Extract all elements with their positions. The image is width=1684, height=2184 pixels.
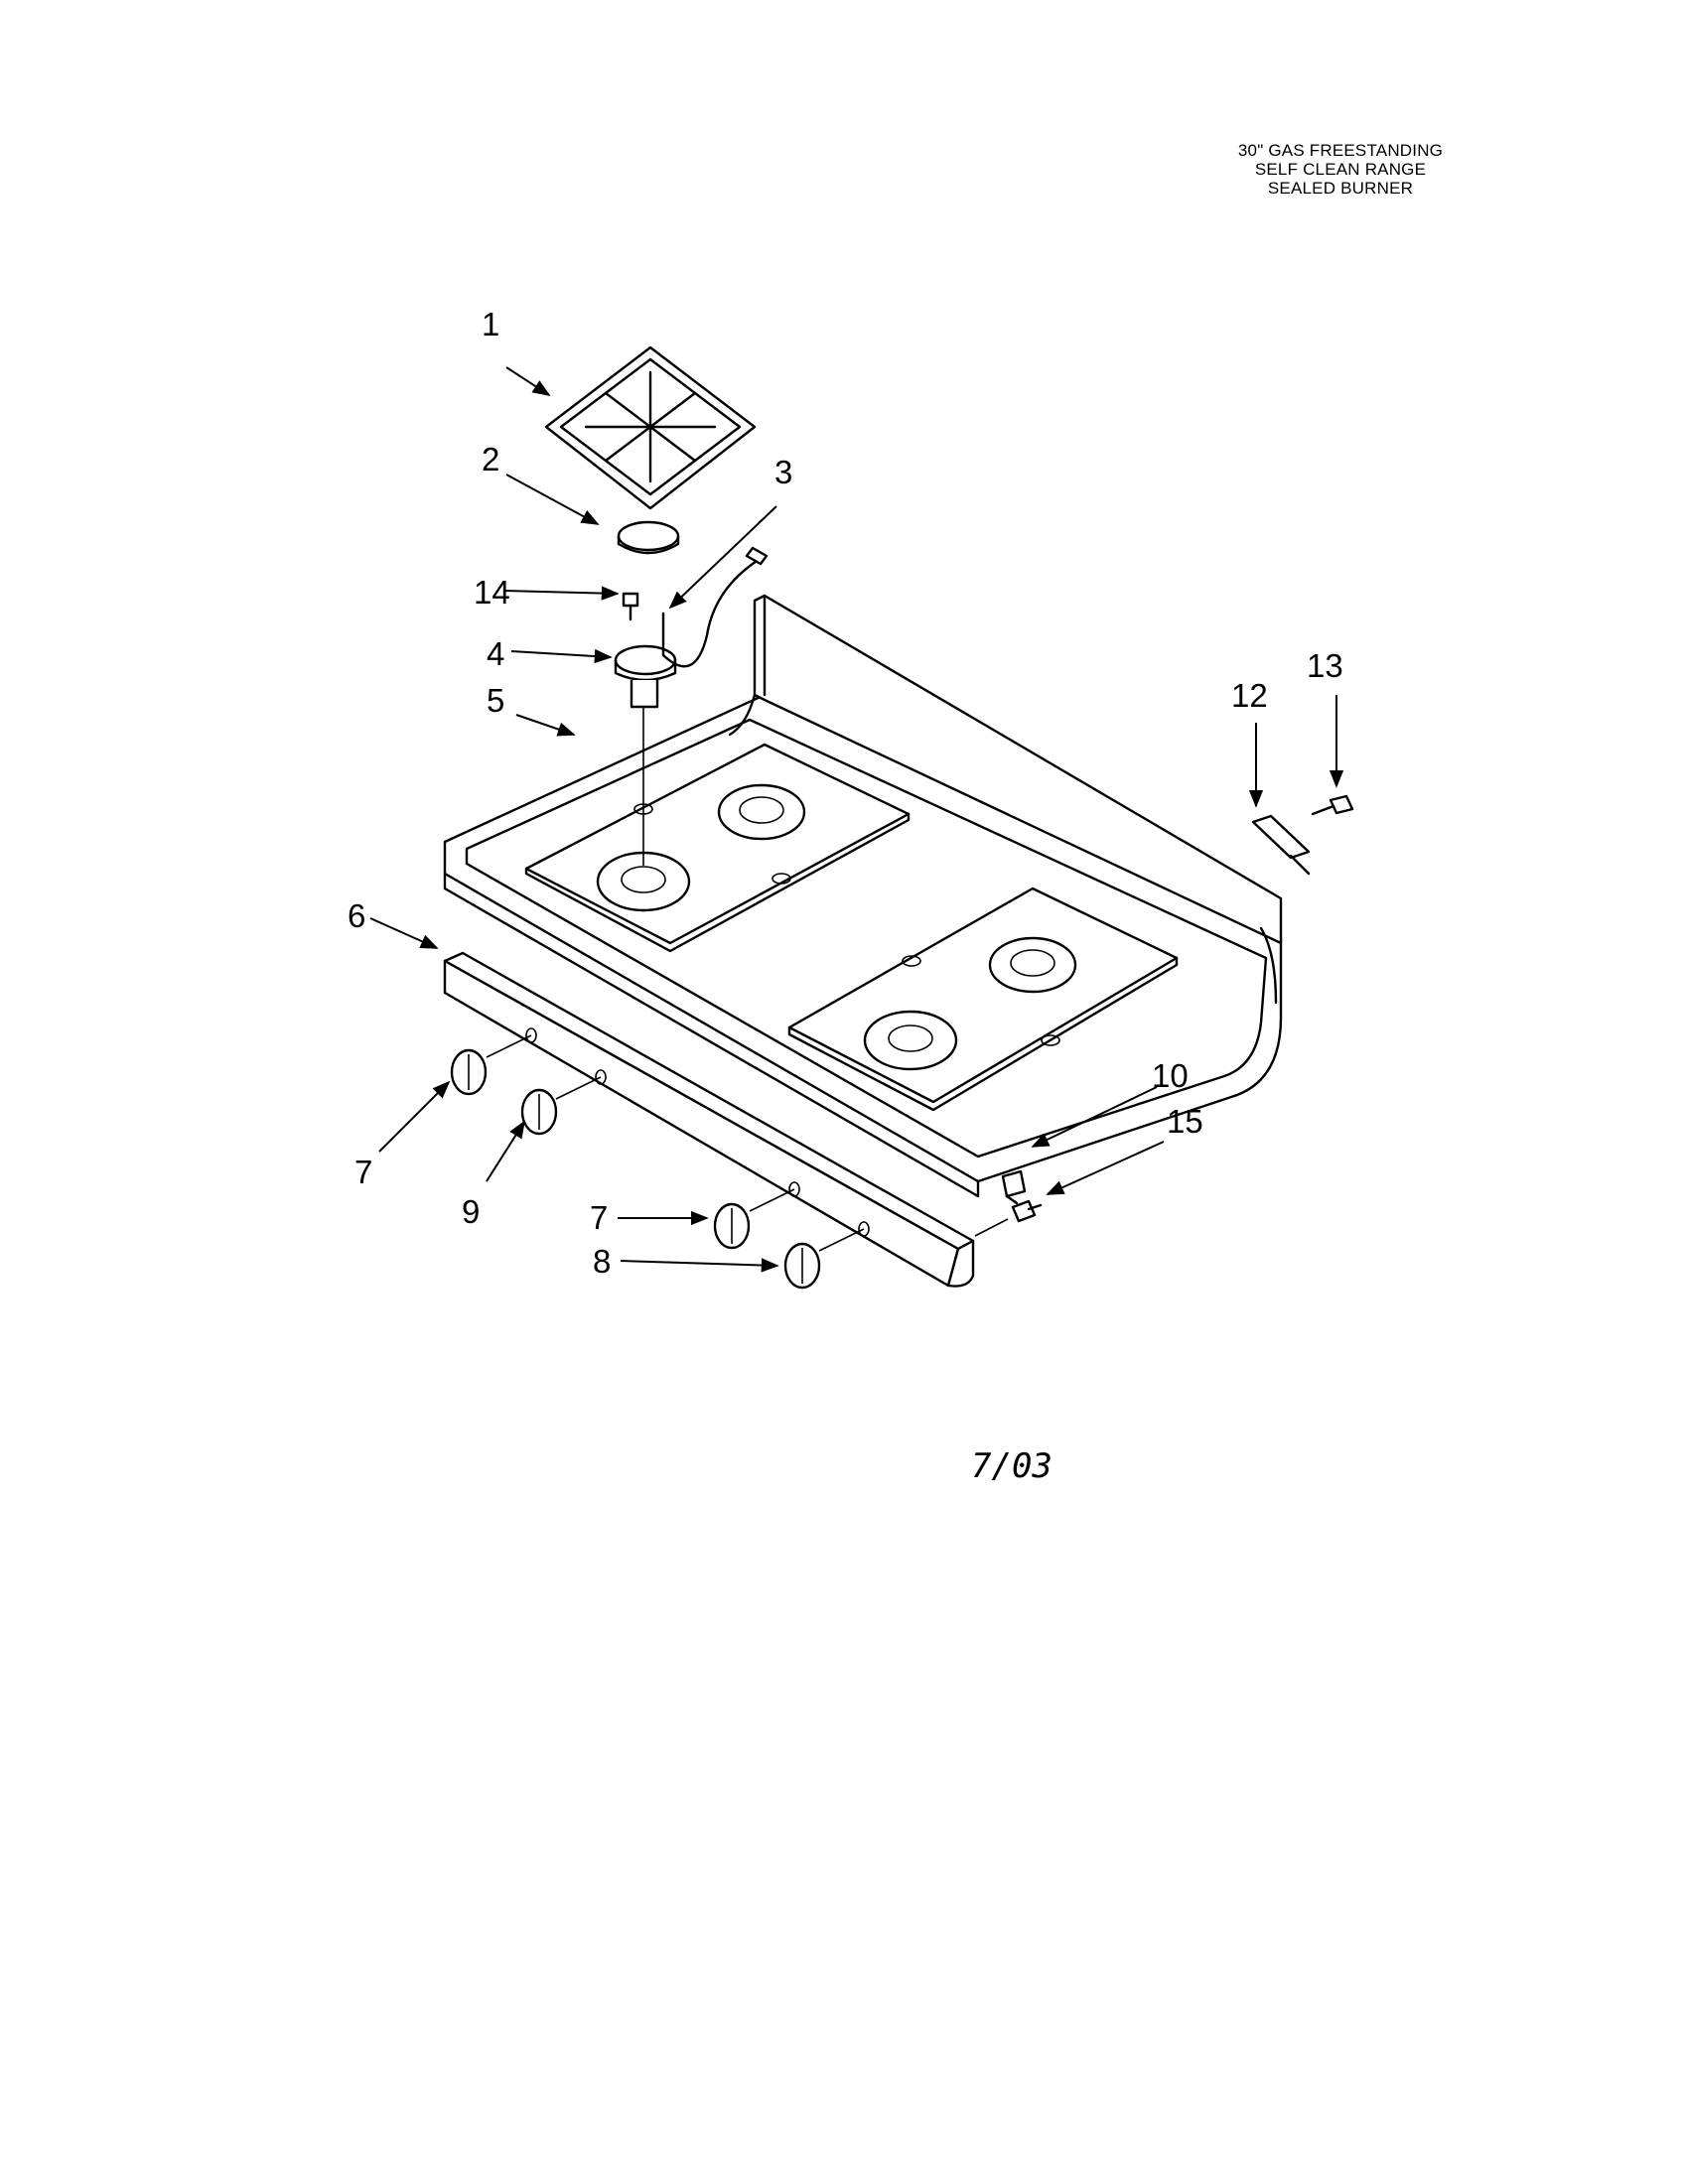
callout-3: 3 — [774, 454, 792, 490]
burner-right-front — [863, 1010, 958, 1071]
leader-arrows — [369, 366, 1344, 1273]
callout-1: 1 — [482, 306, 499, 342]
callout-8: 8 — [593, 1243, 611, 1280]
revision-date: 7/03 — [971, 1446, 1052, 1486]
header-line-2: SELF CLEAN RANGE — [1254, 160, 1427, 179]
callout-10: 10 — [1152, 1057, 1189, 1094]
burner-left-rear — [717, 783, 806, 841]
header-line-1: 30" GAS FREESTANDING — [1237, 141, 1444, 160]
knob-4 — [783, 1242, 821, 1290]
cooktop-main-top — [443, 594, 1283, 1198]
knob-2 — [520, 1088, 558, 1136]
front-screw — [1011, 1199, 1043, 1223]
burner-left-front — [596, 851, 691, 912]
callout-6: 6 — [348, 897, 365, 934]
side-screw — [1311, 794, 1354, 816]
burner-base — [614, 644, 677, 866]
callout-7a: 7 — [354, 1154, 372, 1190]
callout-13: 13 — [1307, 647, 1343, 684]
burner-grate — [544, 345, 757, 510]
mounting-screw — [622, 592, 639, 621]
callout-15: 15 — [1167, 1103, 1203, 1140]
knob-1 — [450, 1048, 488, 1096]
knob-3 — [713, 1202, 751, 1250]
side-bracket — [1251, 814, 1311, 876]
clip — [1001, 1169, 1027, 1205]
callout-14: 14 — [474, 574, 510, 611]
callout-4: 4 — [487, 635, 504, 672]
callout-5: 5 — [487, 682, 504, 719]
burner-right-rear — [988, 936, 1077, 994]
control-panel — [443, 951, 975, 1288]
callout-12: 12 — [1231, 677, 1268, 714]
callout-2: 2 — [482, 441, 499, 478]
header-line-3: SEALED BURNER — [1267, 179, 1414, 198]
callout-7b: 7 — [590, 1199, 608, 1236]
callout-9: 9 — [462, 1193, 480, 1230]
spark-electrode — [661, 546, 769, 668]
burner-cap — [617, 520, 680, 555]
diagram-header: 30" GAS FREESTANDING SELF CLEAN RANGE SE… — [1162, 141, 1519, 198]
